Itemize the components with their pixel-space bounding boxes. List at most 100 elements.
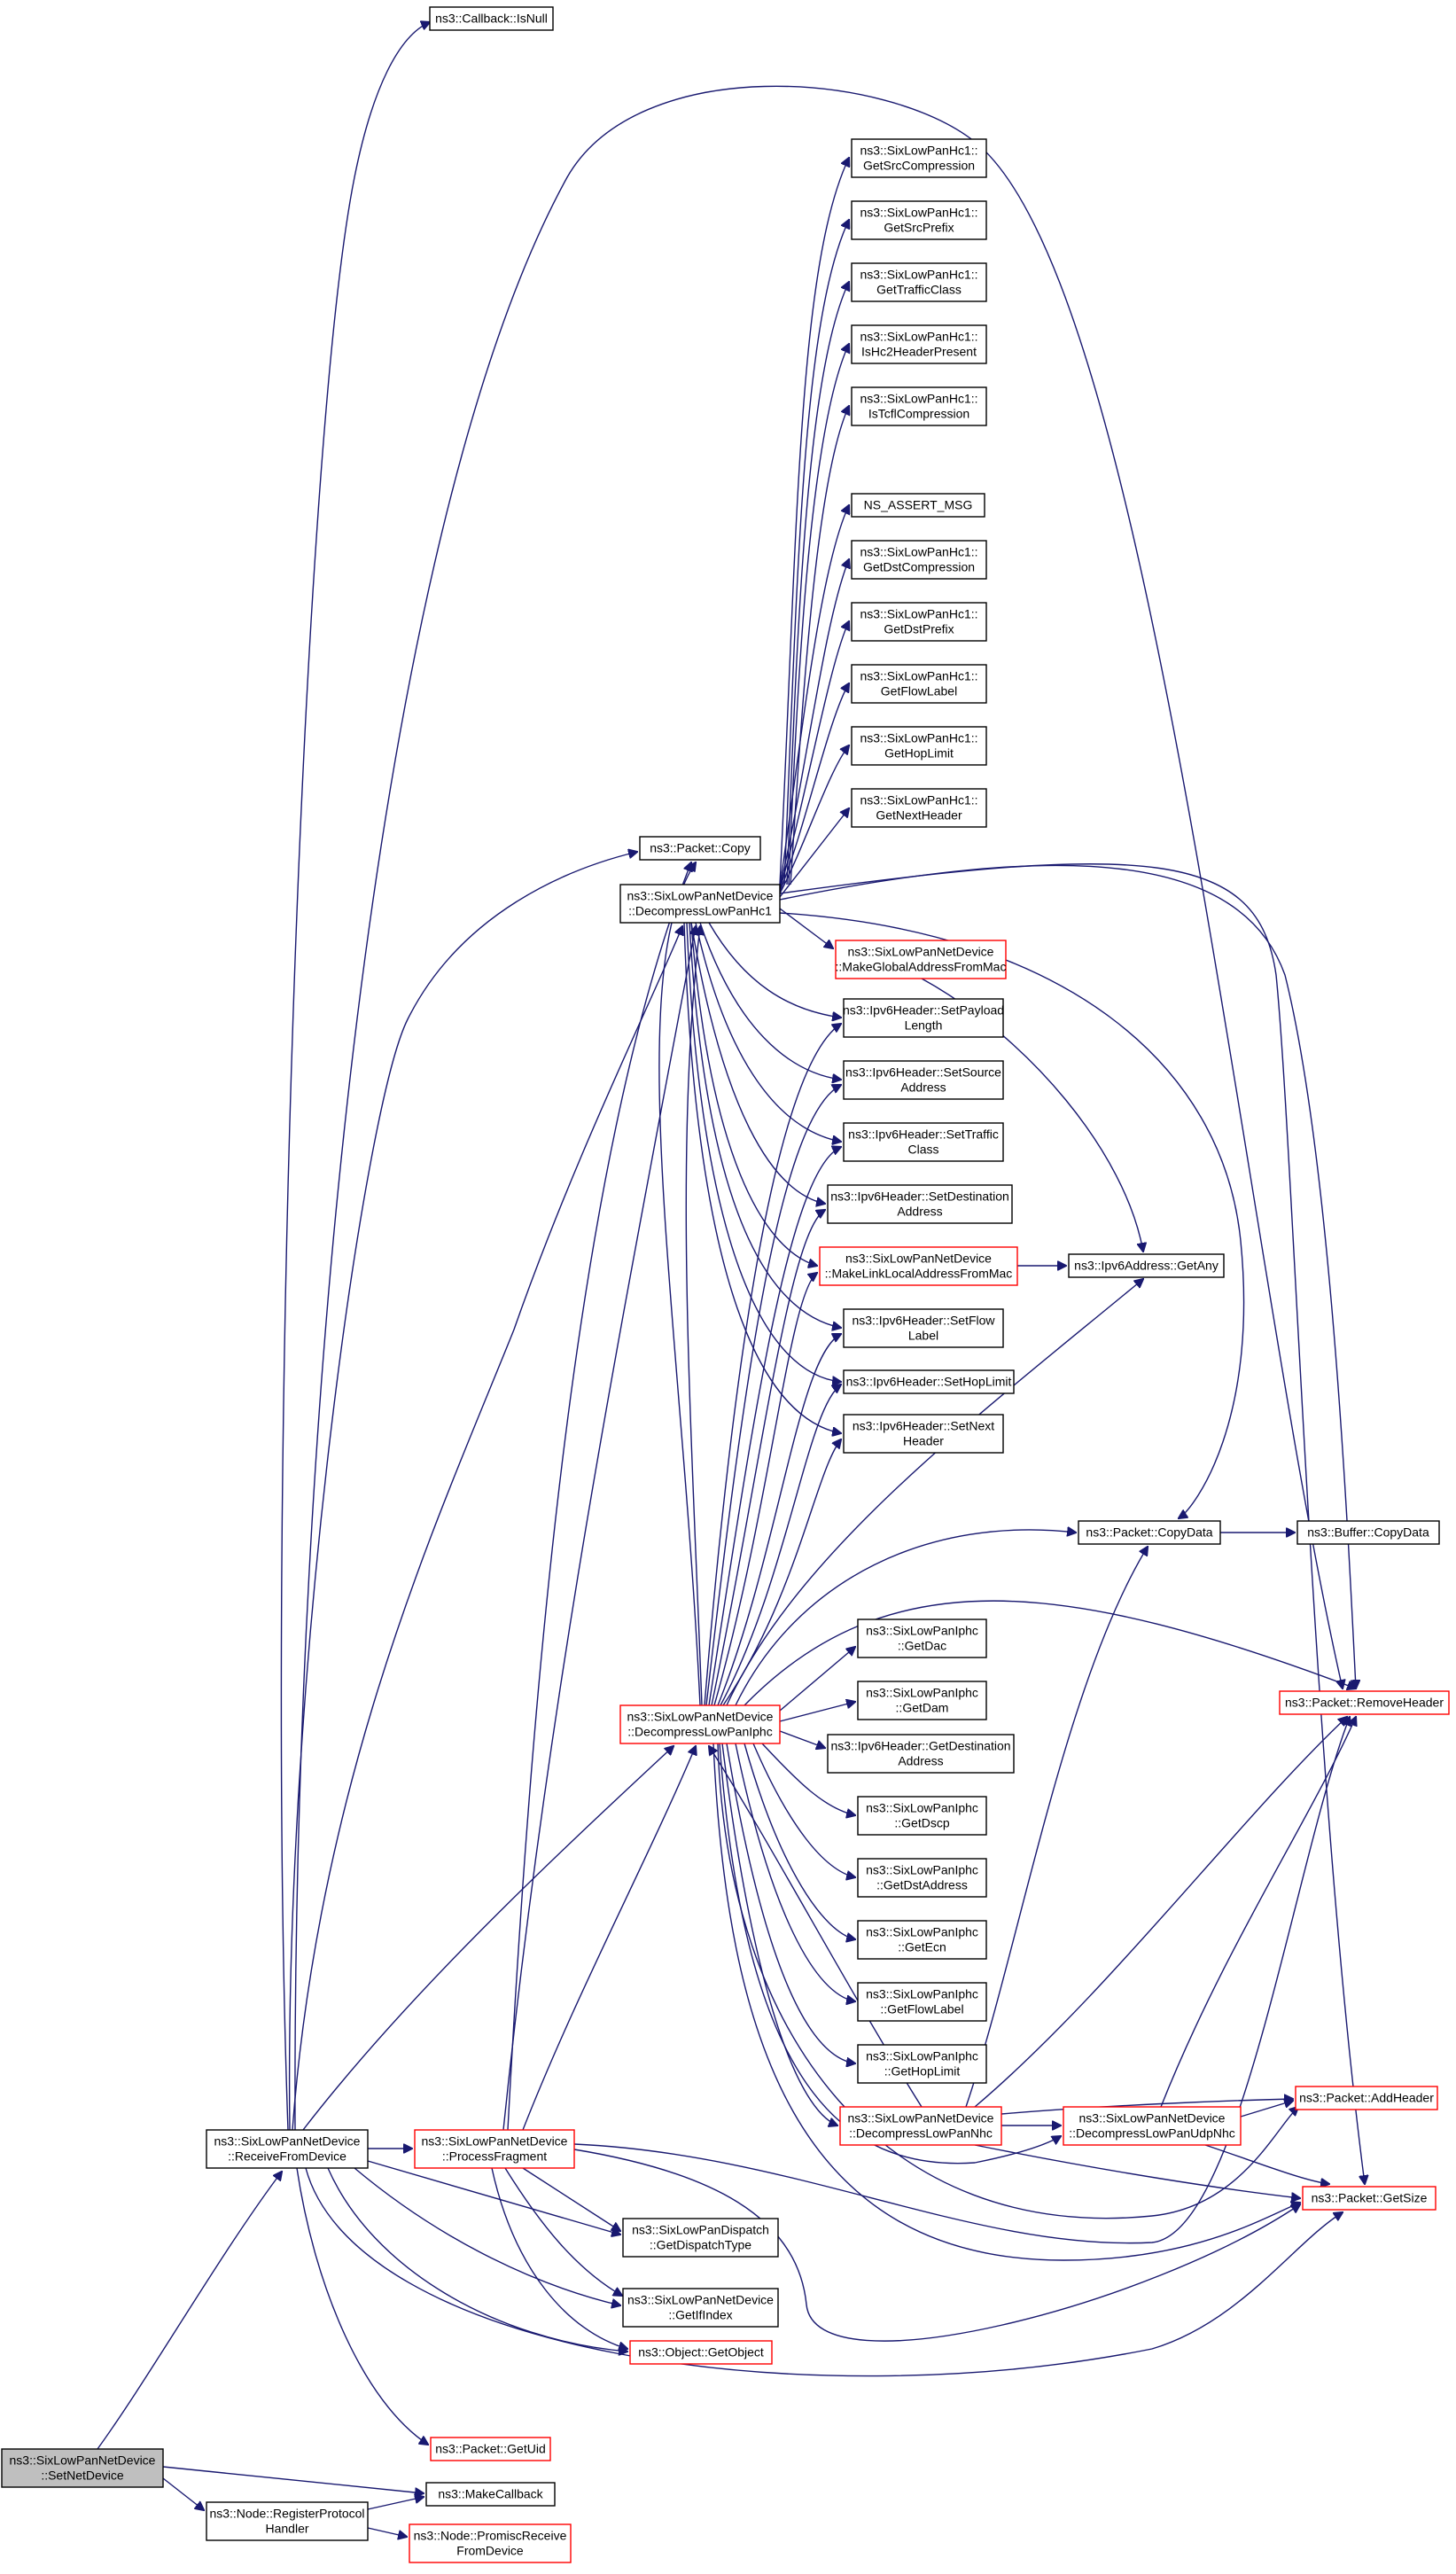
node-label: ::GetHopLimit — [884, 2064, 961, 2079]
edge-processfragment-to-getdispatchtype — [522, 2167, 620, 2231]
edge-decompressiphc-to-decompresshc1 — [685, 926, 702, 1706]
edge-decompresshc1-to-hc1gethoplimit — [779, 745, 849, 894]
node-iphcgetecn[interactable]: ns3::SixLowPanIphc::GetEcn — [857, 1920, 987, 1960]
node-iphcgetdscp[interactable]: ns3::SixLowPanIphc::GetDscp — [857, 1796, 987, 1836]
node-ipv6addressgetany[interactable]: ns3::Ipv6Address::GetAny — [1068, 1253, 1225, 1278]
node-getifindex[interactable]: ns3::SixLowPanNetDevice::GetIfIndex — [622, 2288, 779, 2328]
node-hc1getnextheader[interactable]: ns3::SixLowPanHc1::GetNextHeader — [851, 788, 987, 828]
edge-processfragment-to-getobject — [491, 2167, 627, 2349]
node-decompressnhc[interactable]: ns3::SixLowPanNetDevice::DecompressLowPa… — [839, 2106, 1002, 2146]
edge-receivefromdevice-to-getuid — [296, 2167, 428, 2445]
edge-decompressiphc-to-packetremoveheader — [744, 1600, 1356, 1706]
node-decompressiphc[interactable]: ns3::SixLowPanNetDevice::DecompressLowPa… — [619, 1704, 781, 1744]
node-packetaddheader[interactable]: ns3::Packet::AddHeader — [1295, 2086, 1438, 2110]
node-label: ns3::SixLowPanHc1:: — [860, 607, 977, 621]
node-makeglobaladdress[interactable]: ns3::SixLowPanNetDevice::MakeGlobalAddre… — [835, 940, 1007, 979]
node-label: GetDstCompression — [863, 560, 975, 574]
node-box — [639, 836, 761, 861]
node-nsassertmsg[interactable]: NS_ASSERT_MSG — [851, 493, 985, 518]
edge-decompresshc1-to-hc1getflowlabel — [779, 683, 849, 893]
node-makecallback[interactable]: ns3::MakeCallback — [425, 2482, 556, 2507]
node-box — [629, 2340, 773, 2365]
node-packetcopydata[interactable]: ns3::Packet::CopyData — [1078, 1520, 1221, 1545]
node-iphcgetdac[interactable]: ns3::SixLowPanIphc::GetDac — [857, 1618, 987, 1658]
node-decompressudpnhc[interactable]: ns3::SixLowPanNetDevice::DecompressLowPa… — [1063, 2106, 1242, 2146]
node-box — [1063, 2106, 1242, 2146]
edge-decompresshc1-to-makelinklocal — [690, 922, 817, 1266]
node-label: ns3::Ipv6Header::GetDestination — [830, 1739, 1010, 1753]
node-label: ns3::Ipv6Address::GetAny — [1074, 1259, 1219, 1273]
node-getobject[interactable]: ns3::Object::GetObject — [629, 2340, 773, 2365]
node-hc1getdstcompression[interactable]: ns3::SixLowPanHc1::GetDstCompression — [851, 540, 987, 580]
node-hc1gethoplimit[interactable]: ns3::SixLowPanHc1::GetHopLimit — [851, 726, 987, 766]
node-hc1ishc2headerpresent[interactable]: ns3::SixLowPanHc1::IsHc2HeaderPresent — [851, 324, 987, 364]
node-getdispatchtype[interactable]: ns3::SixLowPanDispatch::GetDispatchType — [622, 2218, 779, 2258]
edge-decompressnhc-to-packetaddheader — [1001, 2099, 1293, 2115]
node-box — [1279, 1690, 1450, 1715]
node-box — [851, 200, 987, 240]
node-packetremoveheader[interactable]: ns3::Packet::RemoveHeader — [1279, 1690, 1450, 1715]
node-packetcopy[interactable]: ns3::Packet::Copy — [639, 836, 761, 861]
node-receivefromdevice[interactable]: ns3::SixLowPanNetDevice::ReceiveFromDevi… — [206, 2129, 369, 2169]
node-hc1istcflcompression[interactable]: ns3::SixLowPanHc1::IsTcflCompression — [851, 386, 987, 426]
edge-decompresshc1-to-setdestinationaddress — [690, 922, 825, 1204]
node-hc1getsrcprefix[interactable]: ns3::SixLowPanHc1::GetSrcPrefix — [851, 200, 987, 240]
node-label: ns3::Ipv6Header::SetFlow — [852, 1314, 995, 1328]
node-hc1gettrafficclass[interactable]: ns3::SixLowPanHc1::GetTrafficClass — [851, 262, 987, 302]
node-box — [839, 2106, 1002, 2146]
edge-decompressiphc-to-iphcgetdac — [779, 1647, 855, 1712]
node-label: ::GetDam — [896, 1701, 949, 1715]
node-box — [622, 2288, 779, 2328]
node-label: ::GetFlowLabel — [880, 2002, 963, 2016]
node-label: ::ReceiveFromDevice — [228, 2149, 346, 2164]
node-label: ns3::SixLowPanNetDevice — [214, 2134, 361, 2149]
node-callbackisnull[interactable]: ns3::Callback::IsNull — [429, 6, 554, 31]
edge-decompressiphc-to-iphcgetecn — [744, 1743, 855, 1939]
node-box — [857, 1920, 987, 1960]
node-hc1getsrccompression[interactable]: ns3::SixLowPanHc1::GetSrcCompression — [851, 138, 987, 178]
node-label: ns3::MakeCallback — [438, 2487, 543, 2501]
node-makelinklocal[interactable]: ns3::SixLowPanNetDevice::MakeLinkLocalAd… — [819, 1246, 1018, 1286]
node-label: Length — [905, 1018, 943, 1033]
edge-decompressiphc-to-sethoplimit — [720, 1384, 841, 1706]
node-processfragment[interactable]: ns3::SixLowPanNetDevice::ProcessFragment — [414, 2129, 575, 2169]
node-label: Address — [900, 1080, 946, 1095]
node-label: ns3::SixLowPanHc1:: — [860, 669, 977, 683]
node-label: GetFlowLabel — [881, 684, 957, 698]
edge-receivefromdevice-to-decompresshc1 — [292, 926, 682, 2131]
node-box — [851, 726, 987, 766]
node-iphcgetflowlabel[interactable]: ns3::SixLowPanIphc::GetFlowLabel — [857, 1982, 987, 2022]
node-iphcgetdstaddress[interactable]: ns3::SixLowPanIphc::GetDstAddress — [857, 1858, 987, 1898]
node-box — [857, 1681, 987, 1720]
node-box — [857, 2044, 987, 2084]
edge-receivefromdevice-to-packetgetsize — [305, 2167, 1343, 2377]
edge-decompressiphc-to-iphcgetdstaddress — [752, 1743, 855, 1877]
node-iphcgetdam[interactable]: ns3::SixLowPanIphc::GetDam — [857, 1681, 987, 1720]
node-iphcgethoplimit[interactable]: ns3::SixLowPanIphc::GetHopLimit — [857, 2044, 987, 2084]
edge-receivefromdevice-to-callbackisnull — [280, 22, 430, 2131]
node-buffercopydata[interactable]: ns3::Buffer::CopyData — [1296, 1520, 1440, 1545]
node-box — [430, 2437, 551, 2461]
edge-decompressiphc-to-iphcgetdscp — [761, 1743, 855, 1815]
edge-decompressiphc-to-packetcopy — [658, 862, 701, 1706]
node-hc1getdstprefix[interactable]: ns3::SixLowPanHc1::GetDstPrefix — [851, 602, 987, 642]
node-label: ns3::SixLowPanNetDevice — [627, 2293, 774, 2307]
node-packetgetsize[interactable]: ns3::Packet::GetSize — [1302, 2186, 1437, 2211]
edge-decompresshc1-to-setnextheader — [683, 922, 841, 1433]
node-sethoplimit[interactable]: ns3::Ipv6Header::SetHopLimit — [843, 1369, 1015, 1394]
node-decompresshc1[interactable]: ns3::SixLowPanNetDevice::DecompressLowPa… — [619, 884, 781, 924]
node-getuid[interactable]: ns3::Packet::GetUid — [430, 2437, 551, 2461]
node-hc1getflowlabel[interactable]: ns3::SixLowPanHc1::GetFlowLabel — [851, 664, 987, 704]
node-setnetdevice[interactable]: ns3::SixLowPanNetDevice::SetNetDevice — [1, 2448, 164, 2488]
node-label: Header — [903, 1434, 944, 1448]
node-box — [827, 1184, 1013, 1224]
